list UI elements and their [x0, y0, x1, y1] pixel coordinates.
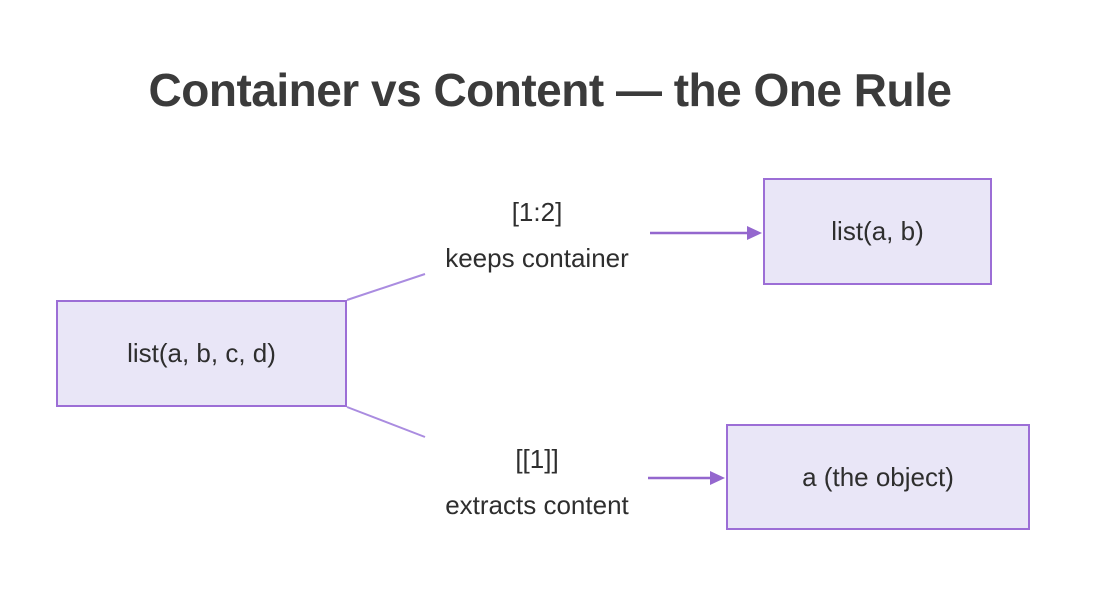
result-box-label: a (the object) — [802, 461, 954, 492]
branch-operator: [[1]] — [515, 444, 559, 474]
result-box-content: a (the object) — [726, 424, 1030, 530]
source-box: list(a, b, c, d) — [56, 300, 347, 407]
branch-description: extracts content — [445, 490, 629, 520]
branch-operator: [1:2] — [511, 197, 563, 227]
branch-description: keeps container — [445, 243, 629, 273]
branch-line-bottom — [346, 406, 426, 438]
result-box-label: list(a, b) — [831, 216, 924, 246]
result-box-container: list(a, b) — [763, 178, 992, 285]
branch-label-extracts-content: [[1]] extracts content — [407, 436, 667, 528]
branch-label-keeps-container: [1:2] keeps container — [407, 189, 667, 281]
page-title: Container vs Content — the One Rule — [148, 64, 952, 116]
source-box-label: list(a, b, c, d) — [127, 338, 276, 368]
